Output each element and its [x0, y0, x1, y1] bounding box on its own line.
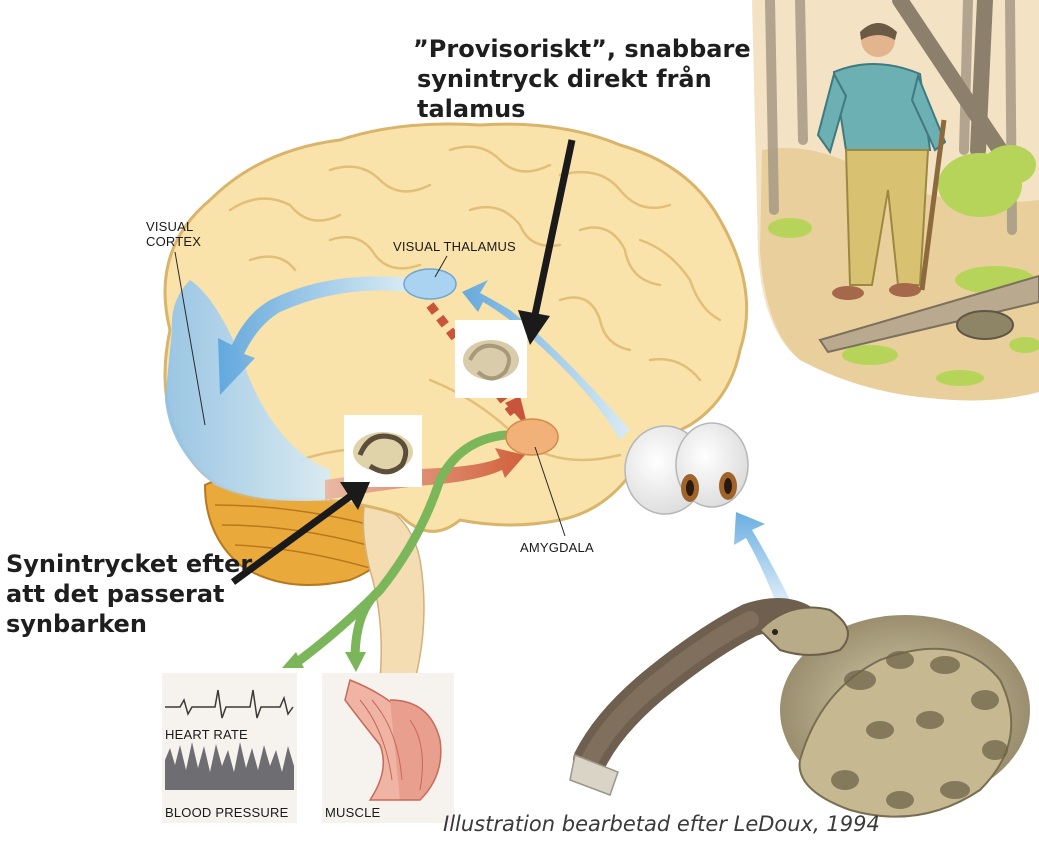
amygdala-node: [506, 419, 558, 455]
fast-path-annotation-line3: talamus: [413, 94, 751, 124]
slow-path-annotation: Synintrycket efter att det passerat synb…: [6, 549, 252, 639]
visual-cortex-label: VISUAL CORTEX: [146, 219, 201, 249]
fast-path-annotation: ”Provisoriskt”, snabbare synintryck dire…: [413, 34, 751, 124]
visual-cortex-label-line2: CORTEX: [146, 234, 201, 249]
amygdala-label: AMYGDALA: [520, 540, 594, 555]
snake-thumbnail-fast: [455, 320, 527, 398]
muscle-panel: [322, 673, 454, 823]
fast-path-annotation-line2: synintryck direkt från: [413, 64, 751, 94]
slow-path-annotation-line2: att det passerat: [6, 579, 252, 609]
slow-path-annotation-line1: Synintrycket efter: [6, 549, 252, 579]
visual-thalamus-label: VISUAL THALAMUS: [393, 239, 516, 254]
figure-caption: Illustration bearbetad efter LeDoux, 199…: [443, 812, 880, 836]
blood-pressure-label: BLOOD PRESSURE: [165, 805, 288, 820]
visual-thalamus-node: [404, 269, 456, 299]
muscle-label: MUSCLE: [325, 805, 380, 820]
visual-cortex-label-line1: VISUAL: [146, 219, 201, 234]
heart-rate-label: HEART RATE: [165, 727, 248, 742]
fast-path-annotation-line1: ”Provisoriskt”, snabbare: [413, 34, 751, 64]
slow-path-annotation-line3: synbarken: [6, 609, 252, 639]
physiology-panel: [162, 673, 297, 823]
snake-thumbnail-slow: [344, 415, 422, 487]
eyes: [625, 423, 748, 514]
forest-scene: [752, 0, 1039, 400]
snake-to-eye-arrow: [734, 512, 790, 608]
rattlesnake: [570, 608, 1030, 817]
